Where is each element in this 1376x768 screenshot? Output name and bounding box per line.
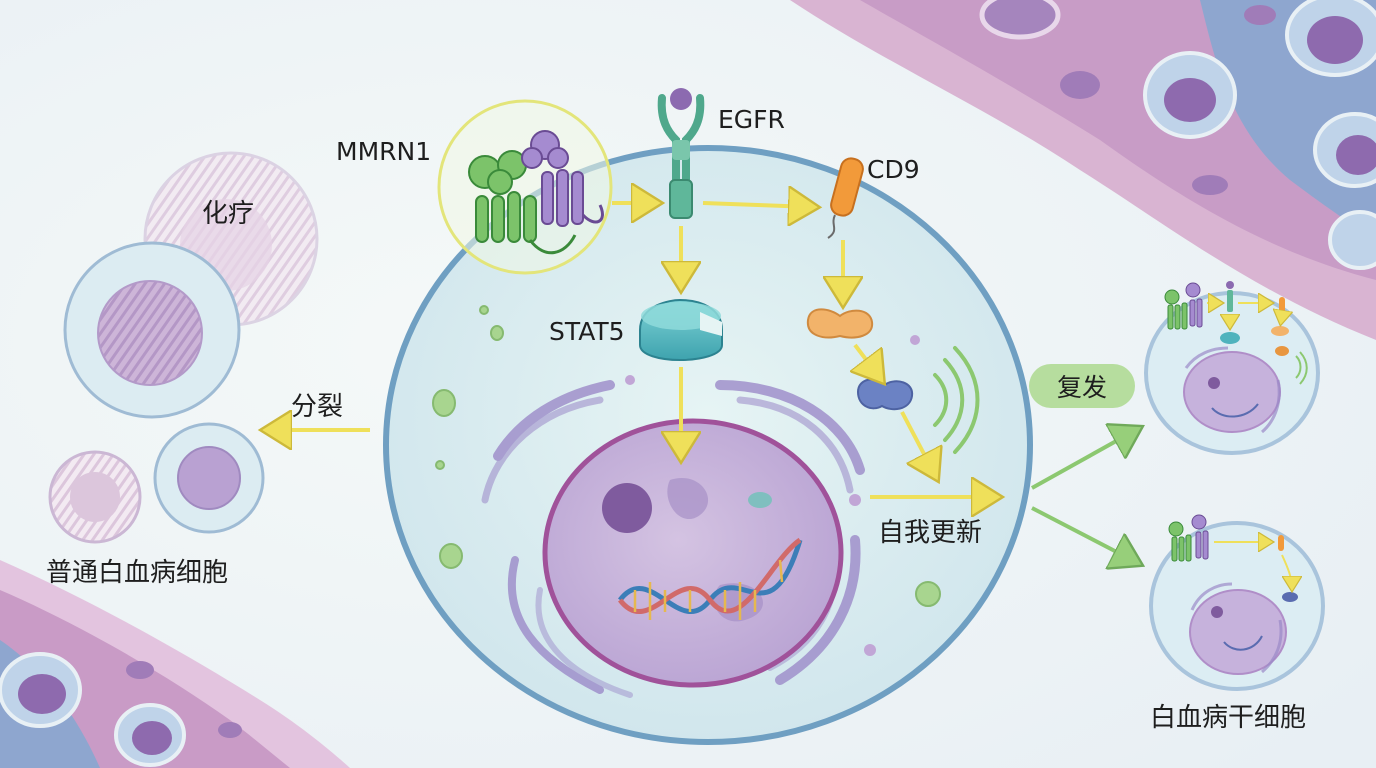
pathway-arrows: [268, 203, 995, 497]
label-division: 分裂: [291, 392, 344, 422]
label-cd9: CD9: [867, 155, 920, 184]
mmrn1-protein-group: [437, 99, 613, 275]
tissue-top-right: [790, 0, 1376, 340]
tissue-bottom-left: [0, 560, 350, 768]
label-normal-leukemia-cells: 普通白血病细胞: [46, 558, 229, 588]
main-stem-cell: [383, 88, 1033, 745]
nucleolus: [602, 483, 652, 533]
dna-helix: [618, 537, 803, 620]
label-stat5: STAT5: [549, 317, 625, 346]
badge-relapse: 复发: [1029, 364, 1135, 408]
arrow-blue-selfrenew: [900, 411, 935, 475]
daughter-stem-cell-lower: [1149, 514, 1325, 691]
arrow-relapse-upper: [1031, 430, 1136, 490]
label-egfr: EGFR: [718, 105, 785, 134]
cd9-effector-orange: [806, 308, 874, 339]
endoplasmic-reticulum: [481, 380, 865, 698]
signal-arcs: [933, 346, 980, 454]
vesicles: [432, 305, 941, 607]
arrow-relapse-lower: [1031, 506, 1136, 562]
label-self-renewal: 自我更新: [878, 518, 983, 548]
normal-cells-group: [48, 151, 319, 544]
cd9-protein: [827, 157, 864, 239]
label-leukemia-stem-cells: 白血病干细胞: [1150, 703, 1307, 733]
stat5-protein: [639, 298, 723, 362]
outcome-arrows: [1031, 430, 1136, 562]
label-mmrn1: MMRN1: [336, 137, 432, 166]
arrow-egfr-cd9: [702, 203, 812, 207]
daughter-stem-cell-upper: [1144, 281, 1320, 455]
cd9-effector-blue: [856, 378, 914, 411]
label-chemo: 化疗: [202, 199, 255, 229]
egfr-receptor: [657, 88, 705, 219]
arrow-orange-blue: [855, 343, 880, 378]
small-vesicles: [625, 335, 920, 656]
